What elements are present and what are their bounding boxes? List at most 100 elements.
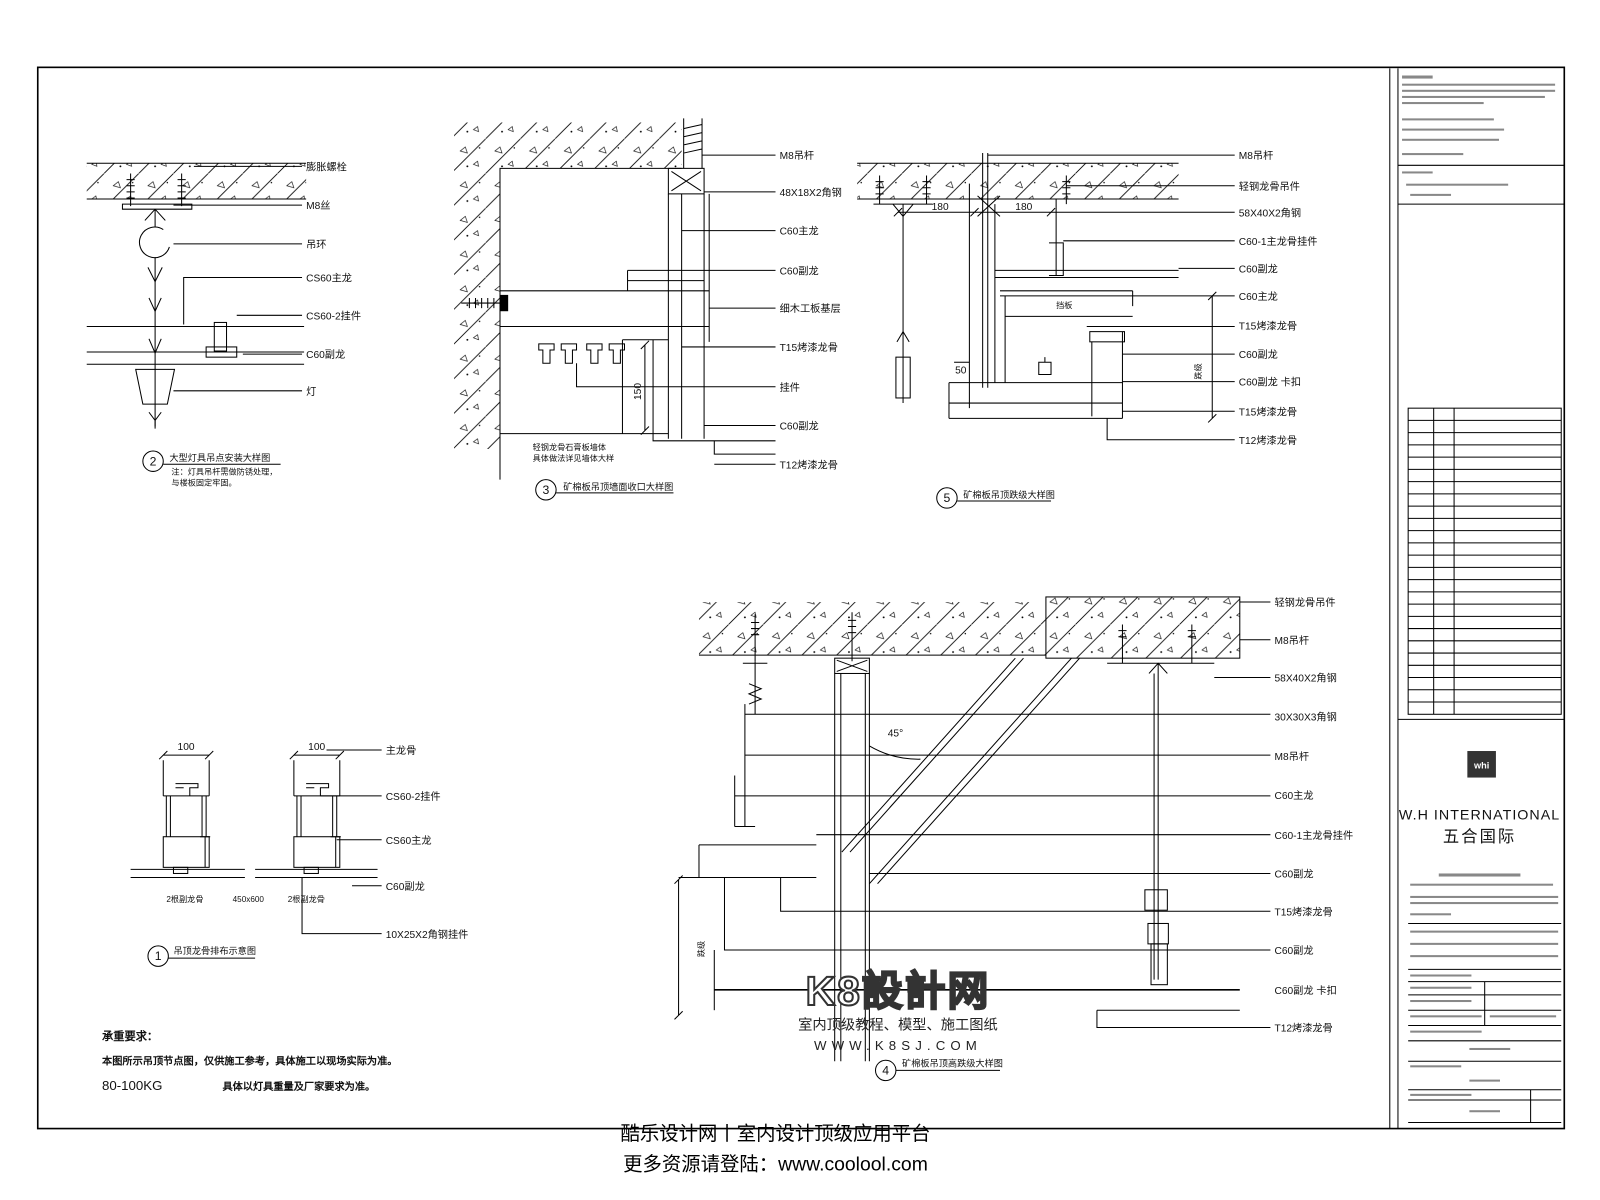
notes-line: 具体以灯具重量及厂家要求为准。: [221, 1080, 375, 1093]
watermark: K8設計网 室内顶级教程、模型、施工图纸 WWW.K8SJ.COM: [798, 967, 998, 1053]
label-lamp: 灯: [306, 386, 316, 398]
detail-number: 3: [543, 483, 550, 497]
hanger-fork: [144, 208, 166, 227]
level-text: 跌级: [696, 941, 706, 957]
rod-connector: [147, 267, 163, 355]
title-block-fine-print: [1402, 75, 1559, 1113]
notes-line: 本图所示吊顶节点图，仅供施工参考，具体施工以现场实际为准。: [102, 1054, 397, 1067]
label-expansion-bolt: 膨胀螺栓: [306, 160, 347, 173]
label: 轻钢龙骨吊件: [1274, 596, 1335, 609]
label: C60副龙: [1274, 944, 1313, 957]
label: C60副龙: [1239, 262, 1278, 275]
label: C60副龙: [1239, 348, 1278, 361]
label: 30X30X3角钢: [1274, 710, 1336, 723]
hanger-rod: [747, 661, 763, 715]
label: T12烤漆龙骨: [780, 458, 838, 471]
label: T15烤漆龙骨: [1239, 320, 1297, 333]
expansion-bolt: [1187, 624, 1196, 664]
box-text: 挡板: [1056, 300, 1072, 310]
label: C60主龙: [1274, 789, 1313, 802]
angle-bracket: [667, 167, 705, 195]
slab-hatch-block: [1045, 596, 1240, 659]
detail-title: 大型灯具吊点安装大样图: [169, 452, 270, 463]
label: 主龙骨: [386, 744, 417, 757]
label: 10X25X2角钢挂件: [386, 928, 469, 941]
dimension-100: 100: [308, 742, 325, 753]
notes-heading: 承重要求：: [101, 1029, 158, 1043]
label: T15烤漆龙骨: [1274, 905, 1332, 918]
expansion-bolt: [922, 175, 931, 205]
runner-clip-base: [205, 346, 238, 358]
level-text: 跌级: [1193, 363, 1203, 379]
title-block: whi W.H INTERNATIONAL 五合国际: [1389, 68, 1565, 1129]
label: M8吊杆: [1239, 150, 1274, 162]
dimension-180: 180: [932, 202, 949, 213]
dimension-line: [893, 207, 1056, 217]
label-main-runner: CS60主龙: [306, 272, 352, 285]
label: 轻钢龙骨吊件: [1239, 180, 1300, 193]
wall-note: 轻钢龙骨石膏板墙体: [533, 442, 606, 452]
hanger-plate: [121, 203, 193, 210]
label: M8吊杆: [1274, 751, 1309, 763]
detail-number-circle: [936, 487, 958, 509]
watermark-url: WWW.K8SJ.COM: [814, 1038, 982, 1053]
dimension-line: [289, 750, 345, 760]
runner-clip: [608, 343, 625, 364]
detail-number-circle: [142, 450, 164, 472]
runner-clip: [306, 783, 330, 796]
label: C60副龙: [386, 880, 425, 893]
general-notes: 承重要求： 本图所示吊顶节点图，仅供施工参考，具体施工以现场实际为准。 80-1…: [101, 1029, 397, 1093]
label: T15烤漆龙骨: [1239, 405, 1297, 418]
bottom-text: 450x600: [233, 895, 265, 904]
detail-number: 5: [944, 491, 951, 505]
expansion-bolt: [126, 173, 135, 207]
runner-clip: [538, 343, 555, 364]
footer-line-1: 酷乐设计网丨室内设计顶级应用平台: [621, 1123, 931, 1145]
label: T12烤漆龙骨: [1274, 1022, 1332, 1035]
footer: 酷乐设计网丨室内设计顶级应用平台 更多资源请登陆：www.coolool.com: [621, 1123, 931, 1176]
label-runner-clip: CS60-2挂件: [306, 309, 361, 322]
label-hook-ring: 吊环: [306, 239, 326, 251]
detail-number-circle: [535, 479, 557, 501]
label: C60-1主龙骨挂件: [1274, 829, 1353, 842]
detail-1-runner-layout: 100 100 2根副龙骨 450x600 2根副龙骨 主龙骨 CS60-2挂件…: [130, 742, 469, 967]
detail-3-wall-edge: 150 轻钢龙骨石膏板墙体 具体做法详见墙体大样 M8吊杆 48X18X2角钢 …: [454, 118, 842, 501]
slab-hatch: [857, 163, 1179, 199]
lamp-body: [135, 368, 176, 405]
detail-title: 矿棉板吊顶高跌级大样图: [902, 1057, 1003, 1068]
logo-mark: [1467, 751, 1496, 778]
detail-5-ceiling-step: 180 180 50 挡板 跌级 M8吊杆 轻钢龙骨吊件 58X40X2角钢 C…: [857, 150, 1317, 509]
company-name-cn: 五合国际: [1443, 828, 1516, 846]
detail-number: 4: [882, 1063, 889, 1077]
expansion-bolt: [847, 612, 857, 662]
label: C60主龙: [1239, 290, 1278, 303]
watermark-tagline: 室内顶级教程、模型、施工图纸: [798, 1017, 998, 1034]
revision-table: [1407, 407, 1562, 715]
angle-arc: [869, 745, 921, 760]
expansion-bolt: [751, 614, 760, 662]
dimension-100: 100: [178, 742, 195, 753]
label-sub-runner: C60副龙: [306, 348, 345, 361]
expansion-bolt: [875, 175, 884, 205]
anchor-head: [500, 294, 509, 312]
bottom-text: 2根副龙骨: [166, 894, 203, 904]
sheet-border: [36, 66, 1566, 1130]
dimension-line: [158, 750, 214, 760]
dimension-150: 150: [633, 383, 644, 400]
label: CS60主龙: [386, 834, 432, 847]
lamp-hook: [148, 411, 162, 427]
label: 挂件: [780, 381, 800, 394]
dimension-180: 180: [1015, 202, 1032, 213]
notes-weight: 80-100KG: [102, 1078, 162, 1093]
label: C60主龙: [780, 225, 819, 238]
hanger-rod: [873, 203, 933, 404]
slab-hatch: [86, 163, 307, 199]
runner-clip: [213, 321, 228, 352]
runner-clip: [586, 343, 603, 364]
diagonal-brace: [877, 657, 1080, 885]
hanger-bolt: [683, 118, 703, 169]
detail-4-high-step: 45° 跌级 轻钢龙骨吊件 M8吊杆 58X40X2角钢 30X30X3角钢 M…: [674, 596, 1353, 1082]
logo-text: whi: [1473, 760, 1489, 770]
label: CS60-2挂件: [386, 790, 441, 803]
